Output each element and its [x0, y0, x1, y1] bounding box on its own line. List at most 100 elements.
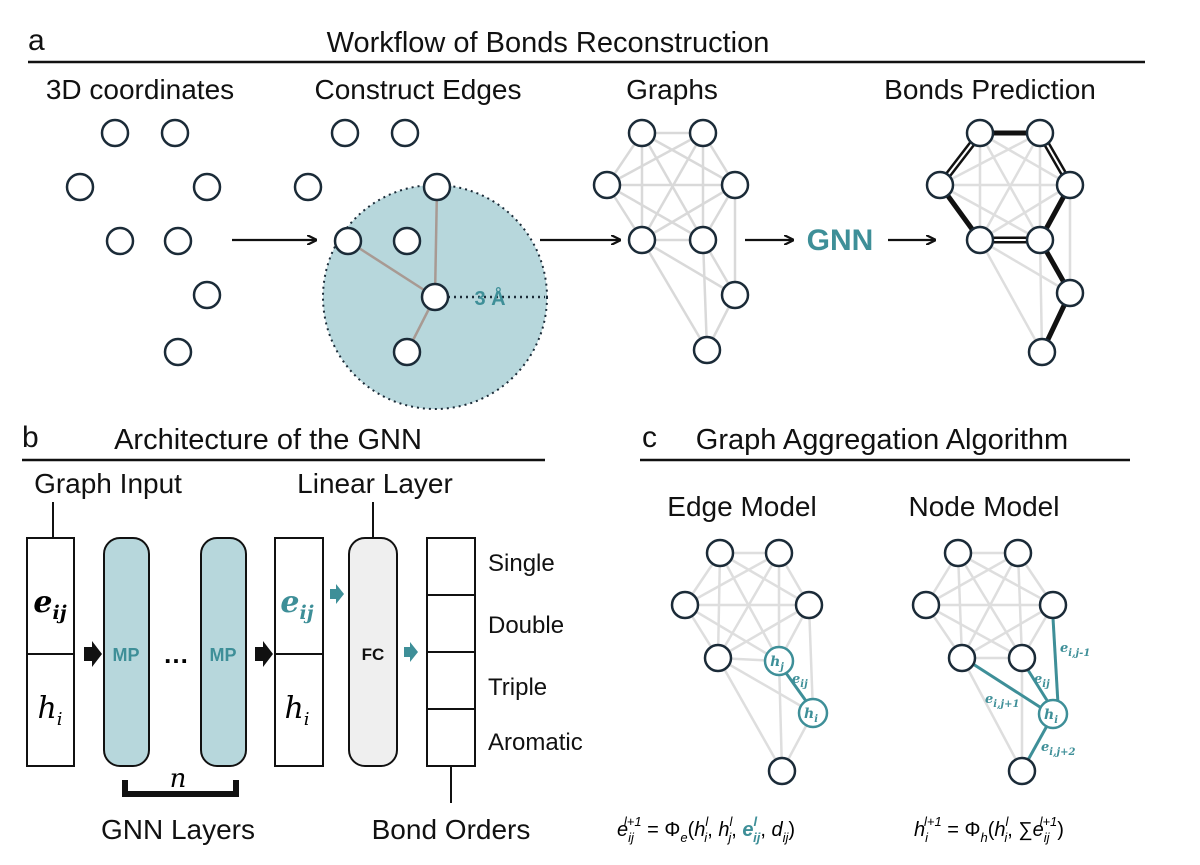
panel-c: c Graph Aggregation Algorithm Edge Model…	[617, 421, 1130, 845]
atom-node	[105, 226, 135, 256]
output-node-feature: hi	[284, 691, 309, 730]
input-feature-block	[26, 537, 75, 767]
atom-node	[192, 172, 222, 202]
center-atom-node	[420, 282, 450, 312]
atom-node	[703, 643, 733, 673]
atom-node	[163, 337, 193, 367]
atom-node	[1038, 590, 1068, 620]
atom-node	[1055, 170, 1085, 200]
atom-node	[692, 335, 722, 365]
atom-node	[705, 538, 735, 568]
atom-node	[1025, 225, 1055, 255]
atom-node	[192, 280, 222, 310]
gnn-label: GNN	[807, 224, 874, 257]
label-e-i-j-minus-1: ei,j-1	[1060, 641, 1090, 659]
node-hi	[797, 697, 829, 729]
atom-node	[1003, 538, 1033, 568]
label-e-i-j-plus-2: ei,j+2	[1041, 740, 1076, 758]
bond-order-triple: Triple	[488, 674, 547, 701]
atom-node	[1025, 118, 1055, 148]
arrow-to-mp1	[84, 641, 102, 667]
node-model-label: Node Model	[909, 491, 1060, 522]
step-label-graphs: Graphs	[626, 74, 718, 105]
atom-node	[422, 172, 452, 202]
label-e-i-j-plus-1: ei,j+1	[985, 692, 1020, 710]
edge-model-label: Edge Model	[667, 491, 816, 522]
edge-eij	[784, 672, 808, 702]
input-node-feature: hi	[37, 691, 62, 730]
atom-node	[163, 226, 193, 256]
graph-input-label: Graph Input	[34, 468, 182, 499]
mp-block-first	[103, 537, 150, 767]
arrow-to-fc	[330, 584, 344, 604]
step-label-construct-edges: Construct Edges	[315, 74, 522, 105]
panel-a-title: Workflow of Bonds Reconstruction	[327, 27, 770, 59]
label-hi: hi	[804, 706, 818, 725]
step-label-bonds-prediction: Bonds Prediction	[884, 74, 1096, 105]
panel-a-letter: a	[28, 24, 45, 57]
atom-node	[720, 170, 750, 200]
atom-node	[390, 118, 420, 148]
panel-b: b Architecture of the GNN Graph Input Li…	[22, 421, 583, 845]
panel-b-title: Architecture of the GNN	[114, 424, 422, 456]
bond-orders-label: Bond Orders	[372, 814, 531, 845]
construct-edges: 3 Å	[293, 118, 548, 410]
atom-node	[925, 170, 955, 200]
atom-node	[947, 643, 977, 673]
atom-node	[160, 118, 190, 148]
bond-order-double: Double	[488, 612, 564, 639]
label-hj: hj	[770, 654, 784, 673]
atom-node	[764, 538, 794, 568]
atom-node	[293, 172, 323, 202]
node-hj	[763, 645, 795, 677]
atom-node	[965, 118, 995, 148]
node-hi	[1037, 698, 1069, 730]
mp-block-last	[200, 537, 247, 767]
graph-full	[592, 118, 750, 365]
bond-prediction-graph	[925, 118, 1085, 367]
atom-node	[688, 118, 718, 148]
output-feature-block	[274, 537, 324, 767]
mp-label: MP	[113, 645, 140, 665]
edge-model-graph: hj hi eij	[670, 538, 829, 786]
bond-order-single: Single	[488, 550, 555, 577]
atom-node	[65, 172, 95, 202]
panel-c-letter: c	[642, 421, 657, 454]
atom-node	[1007, 643, 1037, 673]
fc-label: FC	[362, 645, 385, 664]
cutoff-label: 3 Å	[474, 286, 505, 310]
gnn-layers-bracket	[122, 780, 239, 797]
arrow-from-mp2	[255, 641, 273, 667]
coordinate-nodes	[65, 118, 222, 367]
atom-node	[794, 590, 824, 620]
atom-node	[1055, 278, 1085, 308]
atom-node	[767, 756, 797, 786]
mp-label: MP	[210, 645, 237, 665]
atom-node	[943, 538, 973, 568]
step-label-3d-coordinates: 3D coordinates	[46, 74, 234, 105]
atom-node	[965, 225, 995, 255]
non-bond-edges	[939, 131, 1072, 353]
atom-node	[392, 226, 422, 256]
panel-a: a Workflow of Bonds Reconstruction 3D co…	[28, 24, 1145, 410]
label-hi: hi	[1044, 707, 1058, 726]
atom-node	[688, 225, 718, 255]
layer-count-n: n	[170, 764, 187, 794]
atom-node	[1007, 756, 1037, 786]
output-edge-feature: eij	[280, 585, 313, 624]
panel-b-letter: b	[22, 421, 39, 454]
input-edge-feature: eij	[33, 585, 66, 624]
atom-node	[670, 590, 700, 620]
arrow-to-bond-orders	[404, 642, 418, 662]
atom-node	[911, 590, 941, 620]
atom-node	[627, 225, 657, 255]
aggregated-edges	[972, 617, 1060, 761]
label-eij: eij	[792, 672, 808, 690]
atom-node	[333, 226, 363, 256]
label-eij: eij	[1034, 672, 1050, 690]
panel-c-title: Graph Aggregation Algorithm	[696, 424, 1068, 456]
atom-node	[100, 118, 130, 148]
